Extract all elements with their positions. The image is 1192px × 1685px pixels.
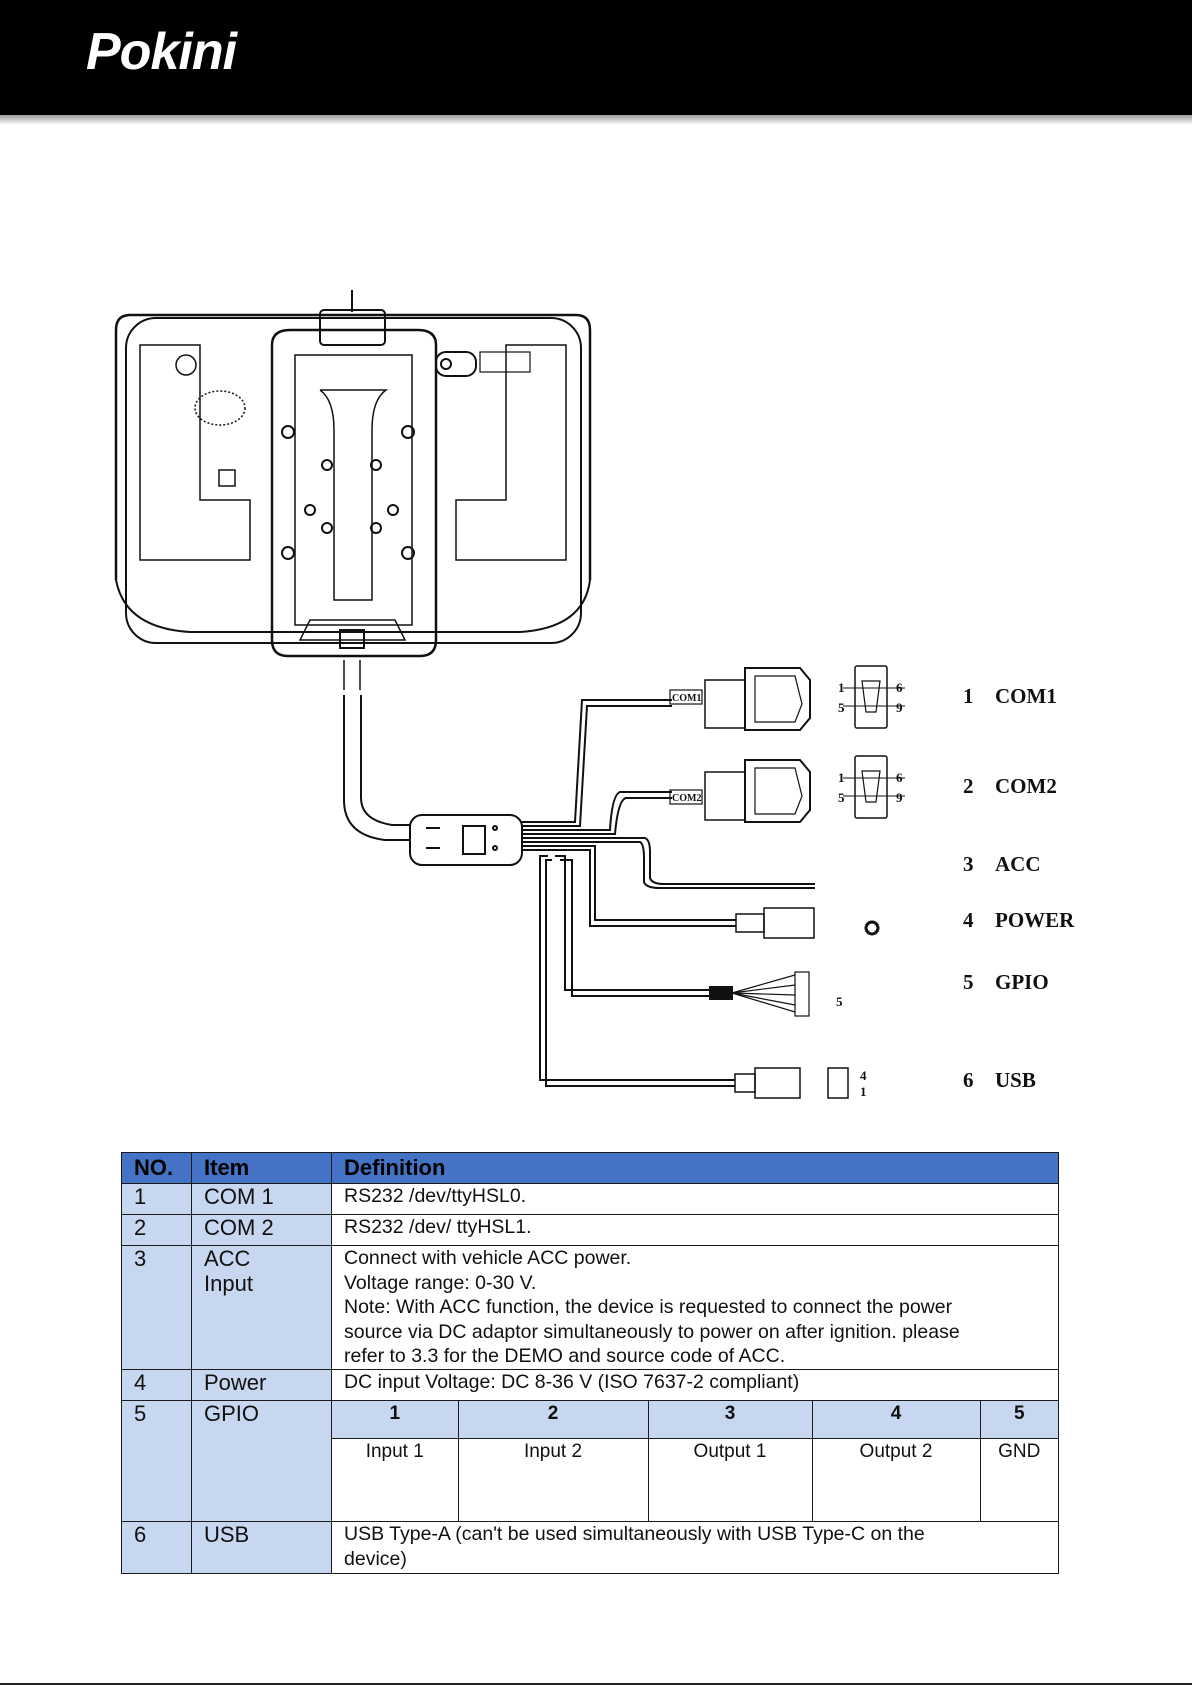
tablet-cable-drawing: COM1 COM2 16 59 16 59 5 41 [114,290,905,1099]
table-row: 2 COM 2 RS232 /dev/ ttyHSL1. [121,1214,1059,1246]
page-header: Pokini [0,0,1192,125]
row-item: GPIO [191,1400,332,1522]
header-no: NO. [121,1152,192,1184]
header-item: Item [191,1152,332,1184]
svg-text:5: 5 [838,790,845,805]
gpio-pin: 4 [811,1401,980,1439]
gpio-function-row: Input 1 Input 2 Output 1 Output 2 GND [332,1438,1058,1521]
svg-text:9: 9 [896,700,903,715]
port-label-power: POWER [995,908,1075,932]
definition-line: device) [344,1547,407,1570]
definition-line: Note: With ACC function, the device is r… [344,1296,953,1318]
gpio-function: Output 1 [647,1438,812,1521]
svg-text:1: 1 [838,770,845,785]
svg-text:5: 5 [838,700,845,715]
row-no: 2 [121,1214,192,1246]
gpio-pin: 1 [332,1401,458,1439]
row-definition: Connect with vehicle ACC power. Voltage … [331,1245,1059,1370]
definition-line: Connect with vehicle ACC power. [344,1247,632,1269]
row-item: Power [191,1369,332,1401]
svg-text:5: 5 [836,994,843,1009]
port-label-com2: COM2 [995,774,1057,798]
gpio-function: GND [979,1438,1058,1521]
table-row: 1 COM 1 RS232 /dev/ttyHSL0. [121,1183,1059,1215]
port-label-usb: USB [995,1068,1036,1092]
table-row: 6 USB USB Type-A (can't be used simultan… [121,1521,1059,1574]
table-row: 4 Power DC input Voltage: DC 8-36 V (ISO… [121,1369,1059,1401]
port-number-3: 3 [963,852,974,876]
gpio-function: Output 2 [811,1438,980,1521]
definition-line: source via DC adaptor simultaneously to … [344,1320,960,1343]
svg-text:1: 1 [860,1084,867,1099]
row-item: COM 1 [191,1183,332,1215]
row-item: COM 2 [191,1214,332,1246]
gpio-pin-table: 1 2 3 4 5 Input 1 Input 2 Output 1 Outpu… [332,1401,1058,1521]
com2-cable-tag: COM2 [672,793,701,804]
port-number-6: 6 [963,1068,974,1092]
port-number-2: 2 [963,774,974,798]
row-definition: RS232 /dev/ttyHSL0. [331,1183,1059,1215]
port-number-4: 4 [963,908,974,932]
svg-text:4: 4 [860,1068,867,1083]
gpio-pin: 3 [647,1401,812,1439]
pokini-logo: Pokini [86,22,237,82]
definition-line: refer to 3.3 for the DEMO and source cod… [344,1345,786,1367]
row-no: 3 [121,1245,192,1370]
port-number-1: 1 [963,684,974,708]
definition-line: USB Type-A (can't be used simultaneously… [344,1523,925,1545]
row-definition: DC input Voltage: DC 8-36 V (ISO 7637-2 … [331,1369,1059,1401]
port-label-com1: COM1 [995,684,1057,708]
svg-text:6: 6 [896,680,903,695]
table-row: 3 ACC Input Connect with vehicle ACC pow… [121,1245,1059,1370]
row-item: USB [191,1521,332,1574]
gpio-pin: 2 [457,1401,648,1439]
gpio-pin: 5 [979,1401,1058,1439]
svg-text:1: 1 [838,680,845,695]
brand-name: Pokini [86,23,237,81]
row-definition: RS232 /dev/ ttyHSL1. [331,1214,1059,1246]
tablet-outline [125,317,582,644]
row-definition: USB Type-A (can't be used simultaneously… [331,1521,1059,1574]
gpio-function: Input 1 [332,1438,458,1521]
definition-line: Voltage range: 0-30 V. [344,1271,537,1294]
row-no: 1 [121,1183,192,1215]
gpio-pin-row: 1 2 3 4 5 [332,1401,1058,1439]
row-no: 6 [121,1521,192,1574]
row-no: 4 [121,1369,192,1401]
gpio-function: Input 2 [457,1438,648,1521]
table-row: 5 GPIO 1 2 3 4 5 Input 1 Input 2 Outpu [121,1400,1059,1522]
table-header-row: NO. Item Definition [121,1152,1059,1184]
port-label-acc: ACC [995,852,1041,876]
port-label-gpio: GPIO [995,970,1049,994]
bottom-rule [0,1683,1192,1685]
port-definition-table: NO. Item Definition 1 COM 1 RS232 /dev/t… [121,1152,1059,1574]
com1-cable-tag: COM1 [672,693,701,704]
port-number-5: 5 [963,970,974,994]
row-item: ACC Input [191,1245,332,1370]
header-definition: Definition [331,1152,1059,1184]
svg-text:6: 6 [896,770,903,785]
gpio-cell: 1 2 3 4 5 Input 1 Input 2 Output 1 Outpu… [331,1400,1059,1522]
svg-text:9: 9 [896,790,903,805]
row-no: 5 [121,1400,192,1522]
